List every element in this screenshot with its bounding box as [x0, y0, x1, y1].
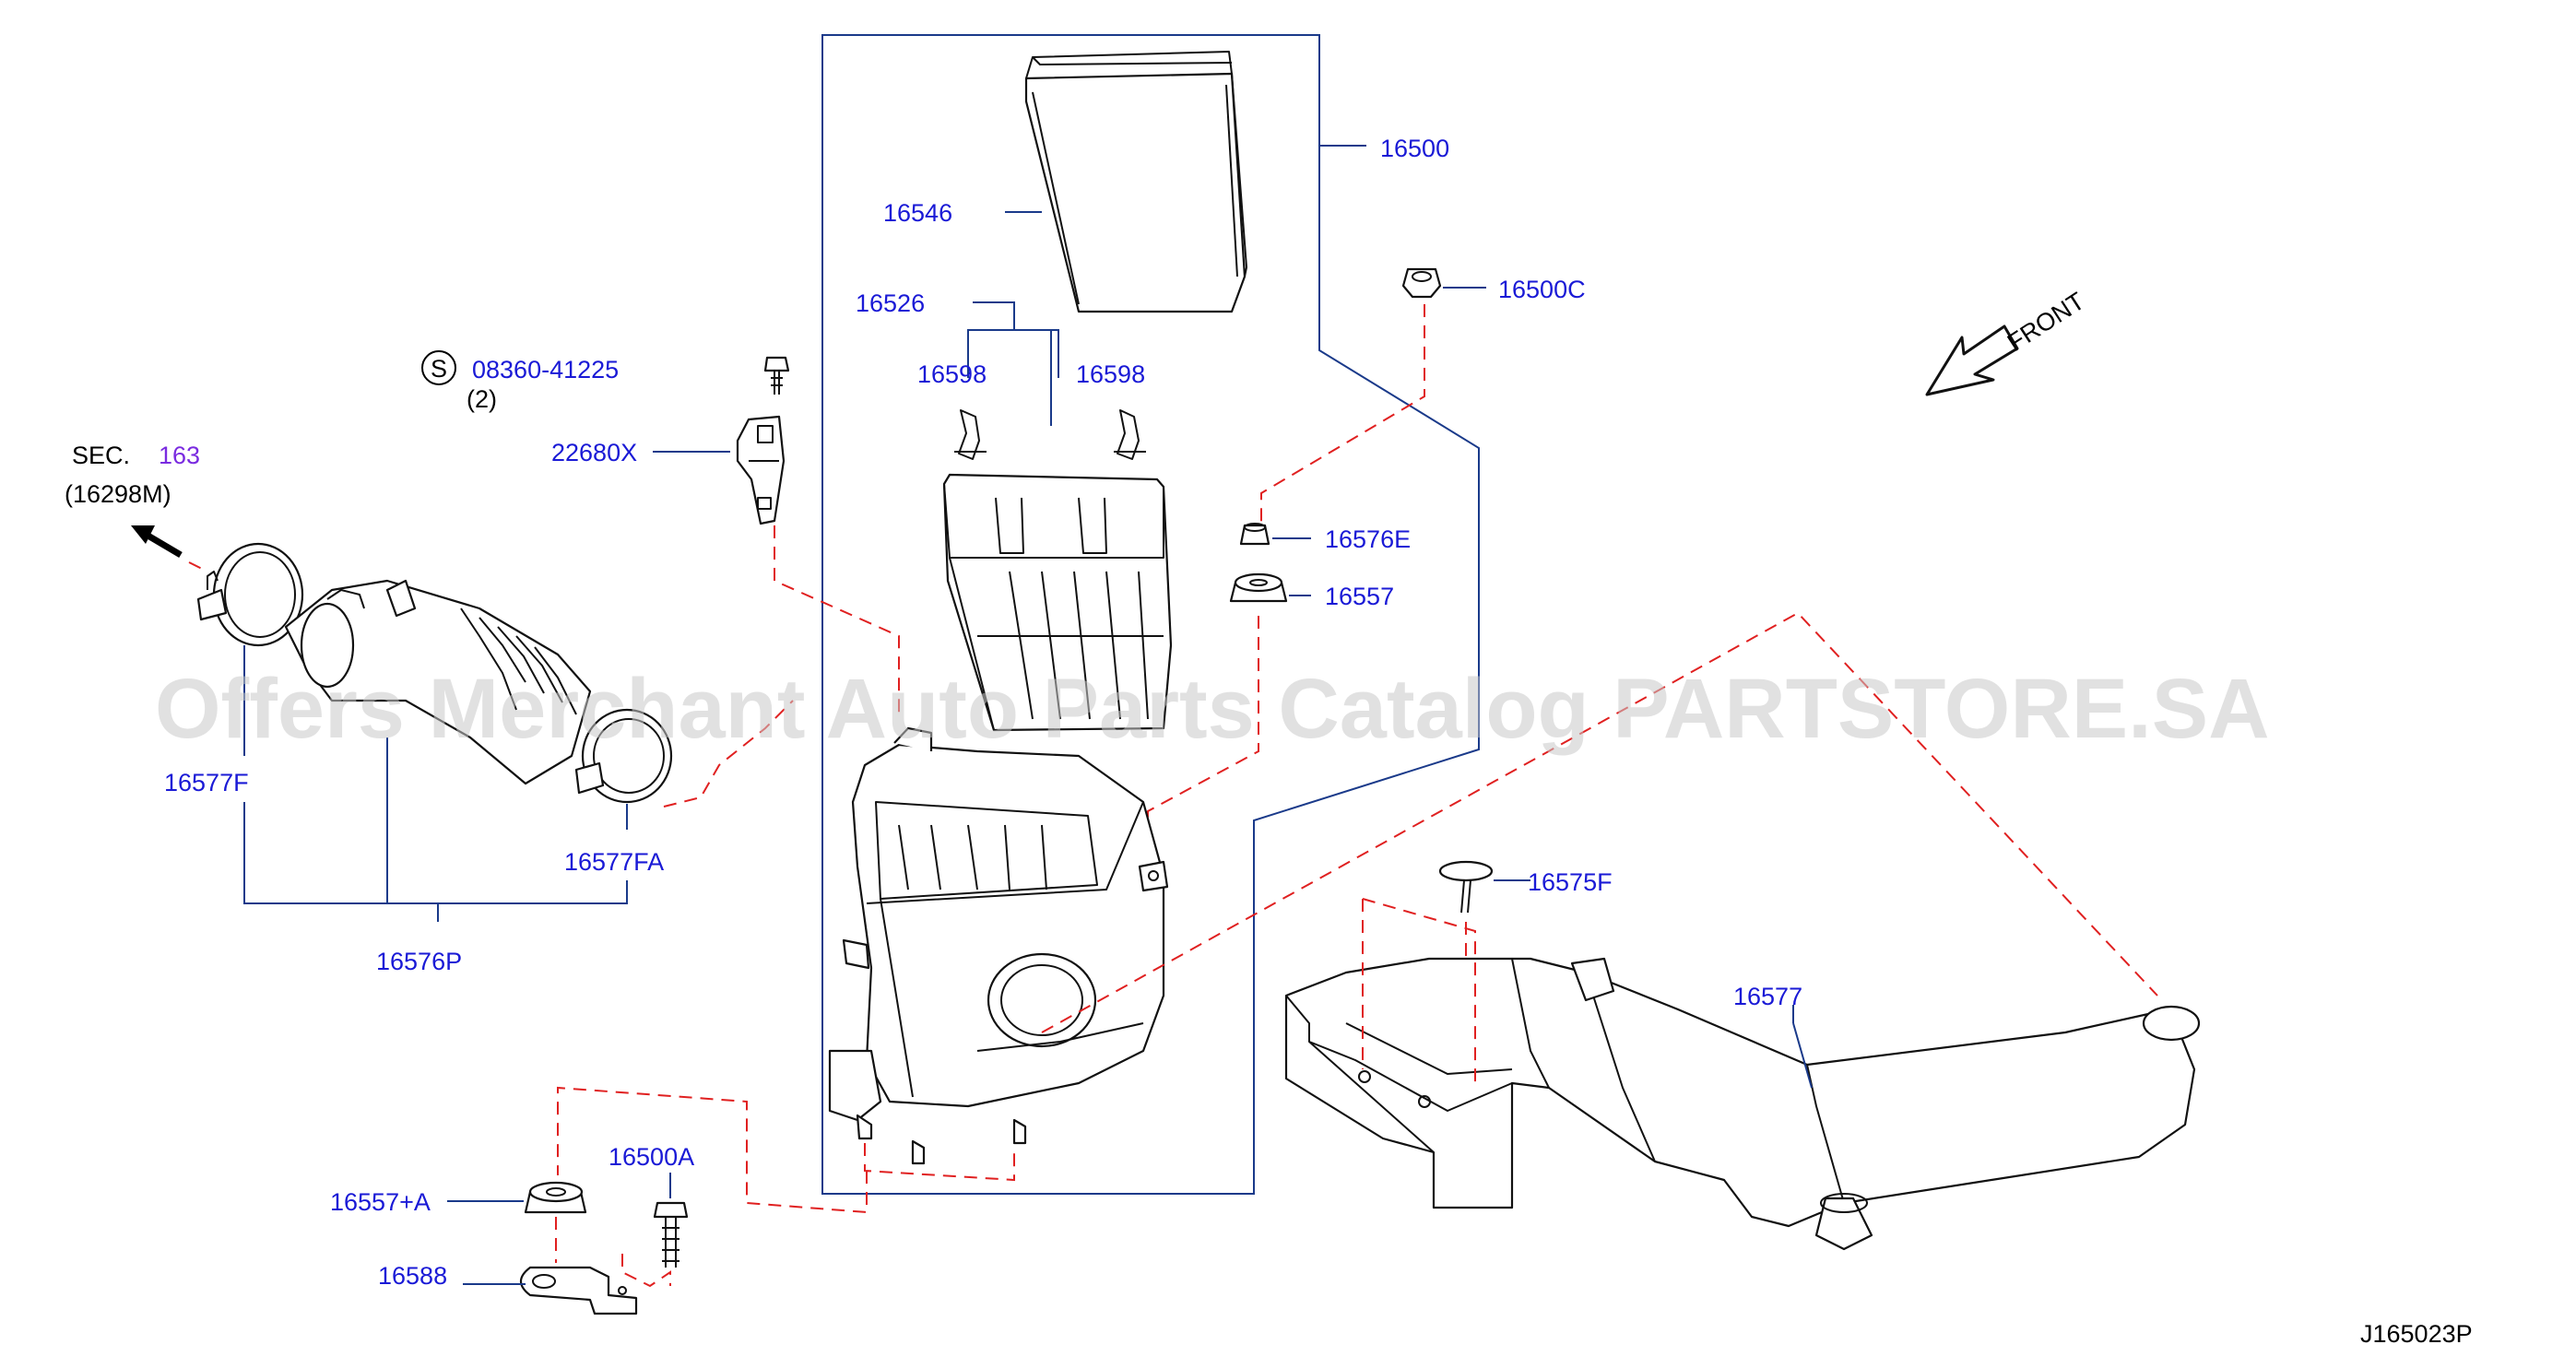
leader-16526 — [967, 301, 1059, 426]
bolt-qty: (2) — [467, 385, 497, 413]
sec-prefix: SEC. — [72, 442, 130, 469]
leader-16577 — [1792, 1005, 1813, 1089]
label-16598-right: 16598 — [1076, 360, 1145, 388]
label-16577F: 16577F — [164, 769, 249, 796]
label-16546: 16546 — [883, 199, 952, 227]
label-16557: 16557 — [1325, 583, 1394, 610]
dashed-16577FA — [663, 700, 794, 808]
dashed-16588 — [555, 1217, 671, 1288]
watermark-text: Offers Merchant Auto Parts Catalog PARTS… — [155, 662, 2270, 756]
bolt-symbol-circle — [421, 350, 456, 385]
label-16576E: 16576E — [1325, 525, 1411, 553]
bracket-16588 — [519, 1266, 638, 1315]
sensor-22680X — [736, 415, 786, 525]
label-16577FA: 16577FA — [564, 848, 664, 876]
bushing-16576E — [1239, 523, 1270, 546]
clip-16598-left — [954, 409, 987, 460]
bolt-08360-41225 — [763, 356, 790, 395]
front-label: FRONT — [2003, 287, 2089, 357]
bolt-number: 08360-41225 — [472, 356, 619, 383]
sec-arrow-head-icon — [131, 525, 155, 544]
label-16526: 16526 — [856, 289, 925, 317]
grommet-16557 — [1229, 572, 1288, 603]
dashed-housing-bottom — [557, 1086, 1015, 1214]
label-16500C: 16500C — [1498, 276, 1586, 303]
label-16500A: 16500A — [609, 1143, 694, 1171]
diagram-id: J165023P — [2360, 1320, 2473, 1348]
duct-16577 — [1284, 957, 2201, 1251]
leader-16576P — [243, 737, 628, 922]
air-cleaner-housing — [828, 726, 1169, 1165]
clip-16575F — [1438, 860, 1494, 914]
filter-frame-16526 — [942, 473, 1173, 732]
sec-number: 163 — [159, 442, 200, 469]
assembly-16500-bracket — [821, 34, 1480, 1195]
clamp-16577F — [196, 542, 304, 647]
dashed-16577-long — [1041, 611, 2158, 1033]
grommet-16557A — [524, 1181, 587, 1214]
air-filter-element-16546 — [1024, 51, 1247, 313]
clamp-16577FA — [574, 708, 673, 804]
label-16557A: 16557+A — [330, 1188, 431, 1216]
dashed-16500C — [1260, 304, 1425, 535]
dashed-16577-left — [1362, 898, 1476, 1088]
intake-duct-16576P — [284, 579, 592, 785]
dashed-sec — [188, 561, 208, 572]
label-22680X: 22680X — [551, 439, 637, 466]
label-16575F: 16575F — [1528, 868, 1613, 896]
label-16588: 16588 — [378, 1262, 447, 1290]
nut-16500C — [1401, 267, 1442, 299]
label-16577: 16577 — [1733, 983, 1802, 1010]
front-arrow-icon — [1925, 324, 2019, 396]
bolt-16500A — [653, 1201, 689, 1268]
bolt-symbol: S — [431, 355, 447, 383]
label-16500: 16500 — [1380, 135, 1449, 162]
clip-16598-right — [1114, 409, 1146, 460]
label-16576P: 16576P — [376, 948, 462, 975]
dashed-22680X — [774, 525, 900, 719]
label-16598-left: 16598 — [917, 360, 987, 388]
sec-sub: (16298M) — [65, 480, 171, 508]
